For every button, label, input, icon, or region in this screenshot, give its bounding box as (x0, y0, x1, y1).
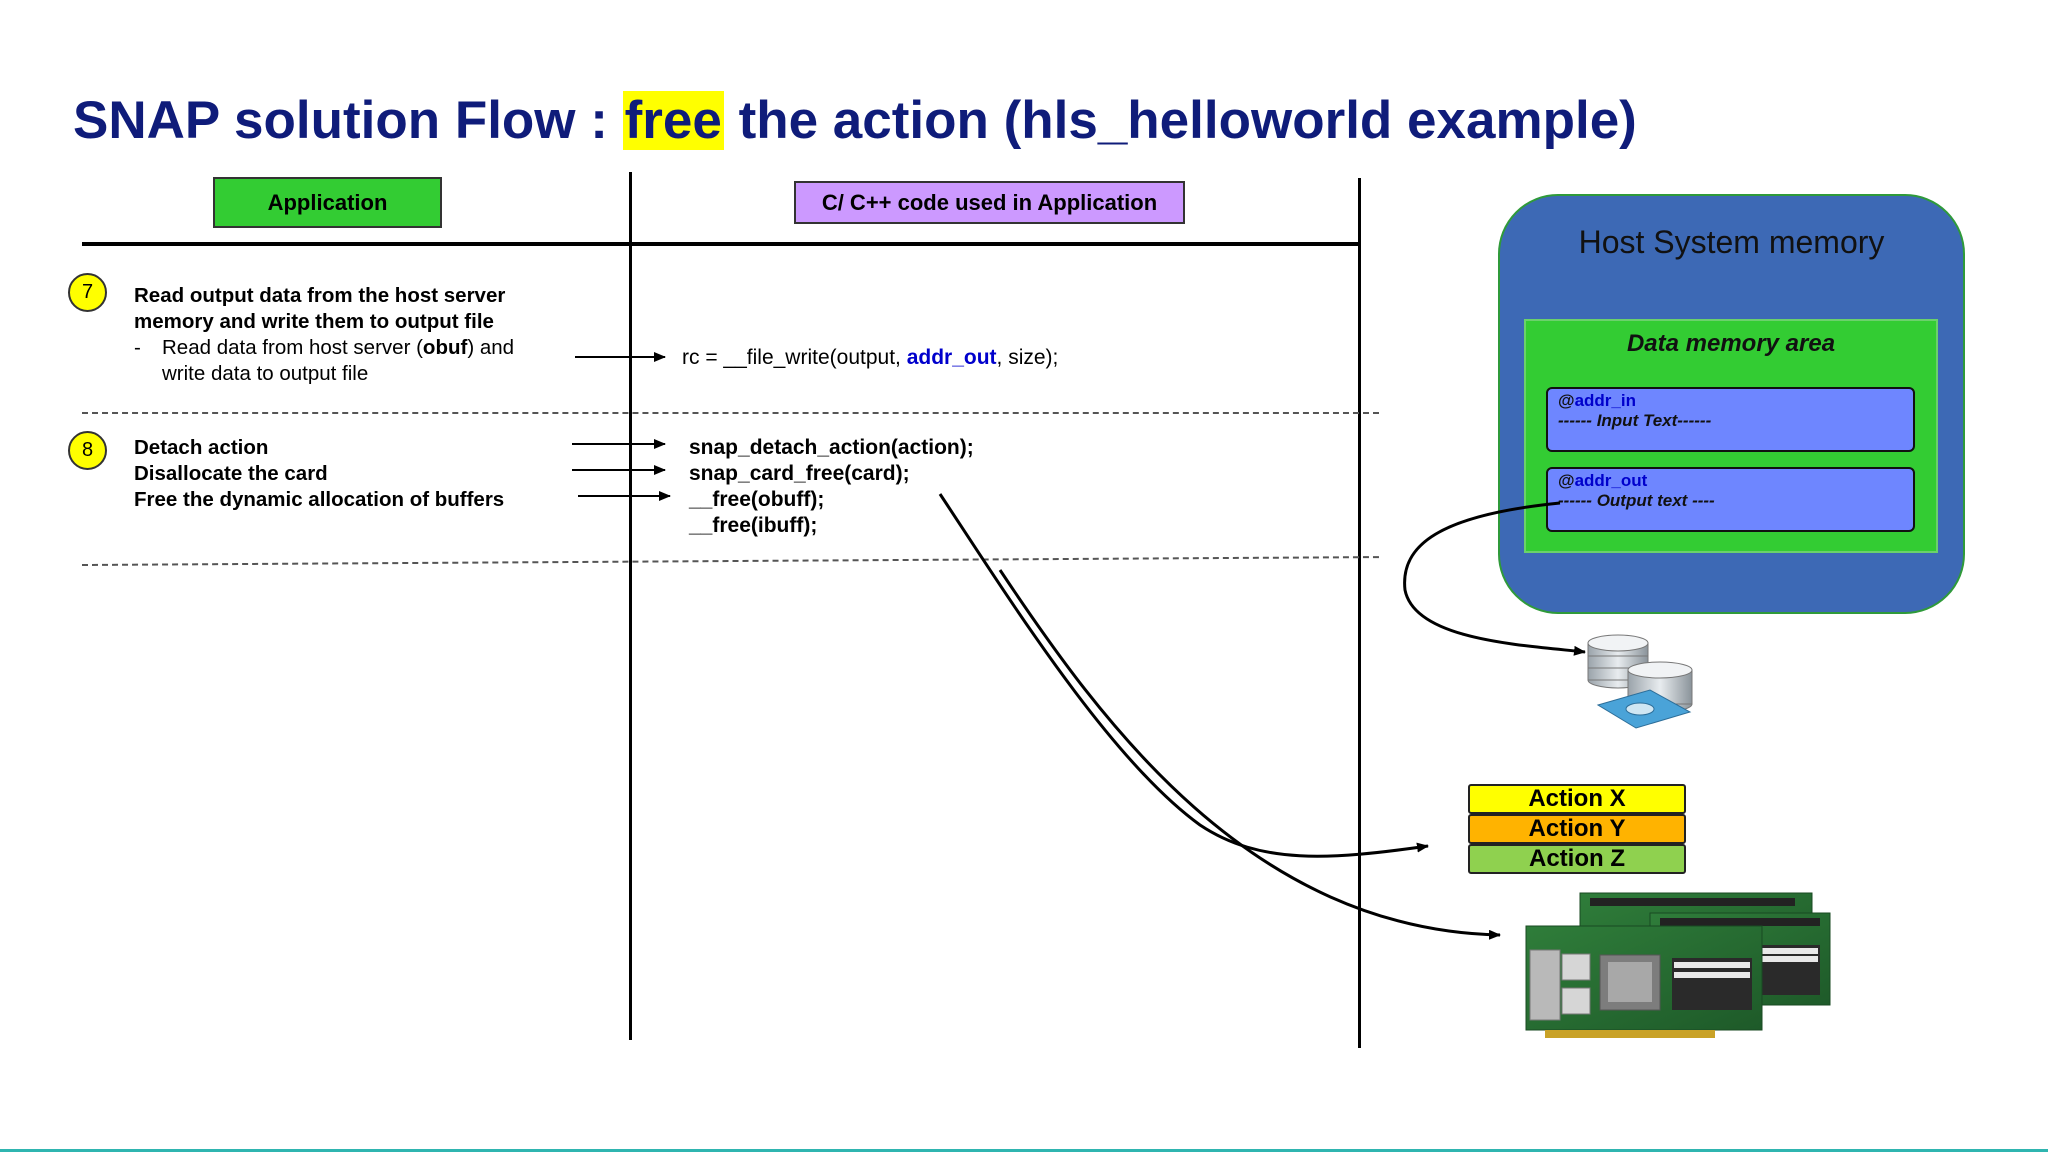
step-7-code-after: , size); (996, 346, 1059, 369)
step-8-code-2: snap_card_free(card); (689, 462, 910, 485)
addr-in-label: @addr_in (1558, 391, 1903, 411)
step-7-bullet-text-b: ) and (467, 336, 515, 359)
output-text-label: ------ Output text ---- (1558, 491, 1715, 510)
addr-out-name: addr_out (1574, 471, 1648, 490)
step-8-code-1: snap_detach_action(action); (689, 436, 974, 459)
step-7-code-variable: addr_out (906, 346, 997, 369)
detach-arrow-curve (938, 493, 1429, 858)
title-part-2: the action (hls_helloworld example) (723, 91, 1637, 150)
step-7-code-before: rc = __file_write(output, (682, 346, 907, 369)
column-divider-right (1358, 178, 1361, 1048)
addr-out-label: @addr_out (1558, 471, 1903, 491)
memory-block-output: @addr_out ------ Output text ---- (1546, 467, 1915, 532)
addr-out-prefix: @ (1558, 471, 1575, 490)
step-7-code: rc = __file_write(output, addr_out, size… (682, 345, 1058, 371)
header-underline (82, 242, 1359, 246)
step-7-bullet-dash: - (134, 336, 141, 359)
action-y: Action Y (1468, 814, 1686, 844)
addr-in-prefix: @ (1558, 391, 1575, 410)
step-7-badge: 7 (68, 273, 107, 312)
step-7-bullet: Read data from host server (obuf) and (162, 335, 514, 361)
output-to-disk-arrow (1403, 501, 1586, 656)
database-disk-icon (1587, 634, 1693, 729)
step-7-bullet-line-2: write data to output file (162, 362, 369, 385)
step-8-line-3: Free the dynamic allocation of buffers (134, 488, 505, 511)
step-8-code-4: __free(ibuff); (689, 514, 818, 537)
card-free-arrow-curve (998, 569, 1501, 940)
fpga-card-stack-icon (1525, 892, 1831, 1038)
action-z: Action Z (1468, 844, 1686, 874)
footer-accent-line (0, 1149, 2048, 1152)
step-8-badge: 8 (68, 431, 107, 470)
code-header: C/ C++ code used in Application (794, 181, 1185, 224)
application-header: Application (213, 177, 442, 228)
step-8-line-1: Detach action (134, 436, 269, 459)
title-part-1: SNAP solution Flow : (73, 91, 623, 150)
step-8-code-3: __free(obuff); (689, 488, 825, 511)
action-x: Action X (1468, 784, 1686, 814)
memory-block-input: @addr_in ------ Input Text------ (1546, 387, 1915, 452)
step-7-line-2: memory and write them to output file (134, 310, 494, 333)
data-memory-area-title: Data memory area (1626, 330, 1836, 357)
host-memory-title: Host System memory (1578, 224, 1885, 260)
column-divider-left (629, 172, 632, 1040)
step-7-line-1: Read output data from the host server (134, 284, 506, 307)
slide-title: SNAP solution Flow : free the action (hl… (73, 90, 1637, 151)
step-8-line-2: Disallocate the card (134, 462, 328, 485)
addr-in-name: addr_in (1574, 391, 1636, 410)
step-separator-1 (82, 412, 1379, 414)
input-text-label: ------ Input Text------ (1558, 411, 1712, 430)
title-highlight: free (622, 91, 724, 150)
step-7-bullet-bold: obuf (422, 336, 468, 359)
step-7-bullet-text-a: Read data from host server ( (162, 336, 423, 359)
